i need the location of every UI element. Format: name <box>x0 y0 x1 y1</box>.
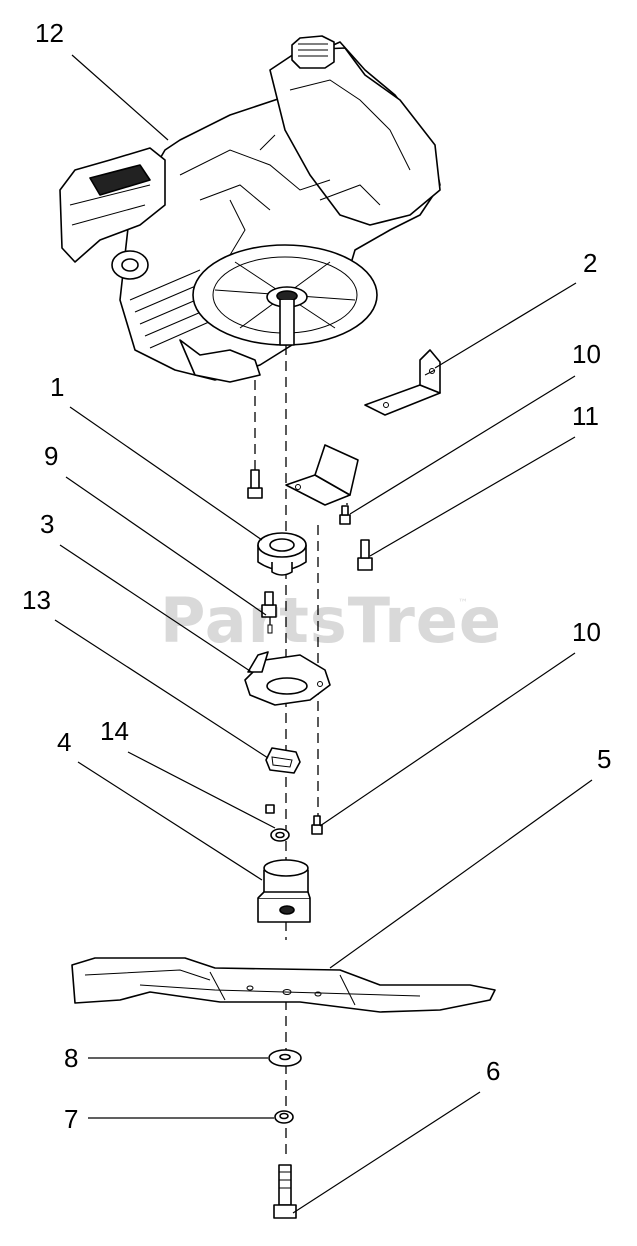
svg-text:10: 10 <box>572 339 601 369</box>
deflector-bracket-lower[interactable] <box>285 444 359 506</box>
svg-text:2: 2 <box>583 248 597 278</box>
svg-text:9: 9 <box>44 441 58 471</box>
callout-2: 2 <box>434 248 597 369</box>
svg-text:6: 6 <box>486 1056 500 1086</box>
callout-1: 1 <box>50 372 263 541</box>
washer[interactable] <box>268 1049 302 1067</box>
adapter-clip[interactable] <box>244 651 331 706</box>
callout-7: 7 <box>64 1104 274 1134</box>
watermark-trademark: ™ <box>458 598 468 609</box>
callout-13: 13 <box>22 585 269 759</box>
blade[interactable] <box>71 957 496 1013</box>
svg-text:13: 13 <box>22 585 51 615</box>
blade-adapter[interactable] <box>257 859 311 923</box>
svg-text:11: 11 <box>572 401 599 431</box>
callout-5: 5 <box>329 744 611 969</box>
blade-adapter-bushing[interactable] <box>257 532 307 576</box>
svg-text:5: 5 <box>597 744 611 774</box>
svg-text:3: 3 <box>40 509 54 539</box>
callout-11: 11 <box>369 401 599 557</box>
deflector-bracket-upper[interactable] <box>364 349 441 416</box>
screw-10-lower[interactable] <box>311 815 323 835</box>
key[interactable] <box>265 747 301 774</box>
svg-text:1: 1 <box>50 372 64 402</box>
callout-4: 4 <box>57 727 263 881</box>
engine[interactable] <box>59 35 441 383</box>
callout-6: 6 <box>292 1056 500 1214</box>
bracket-screw-11[interactable] <box>357 539 373 571</box>
blade-bolt[interactable] <box>273 1164 297 1219</box>
svg-text:8: 8 <box>64 1043 78 1073</box>
watermark: PartsTree <box>160 584 502 657</box>
callout-10-lower: 10 <box>319 617 601 827</box>
screw-14[interactable] <box>265 804 275 814</box>
callout-3: 3 <box>40 509 254 674</box>
adapter-bolt[interactable] <box>261 591 277 634</box>
callout-14: 14 <box>100 716 276 829</box>
svg-text:12: 12 <box>35 18 64 48</box>
screw-10-upper[interactable] <box>339 505 351 525</box>
svg-text:14: 14 <box>100 716 129 746</box>
callout-9: 9 <box>44 441 267 616</box>
callout-12: 12 <box>35 18 169 141</box>
svg-text:7: 7 <box>64 1104 78 1134</box>
lock-washer[interactable] <box>274 1110 294 1124</box>
bracket-screw-left[interactable] <box>247 469 263 499</box>
svg-text:10: 10 <box>572 617 601 647</box>
callout-8: 8 <box>64 1043 268 1073</box>
callout-10-upper: 10 <box>349 339 601 515</box>
flat-washer-14[interactable] <box>270 828 290 842</box>
svg-text:4: 4 <box>57 727 71 757</box>
